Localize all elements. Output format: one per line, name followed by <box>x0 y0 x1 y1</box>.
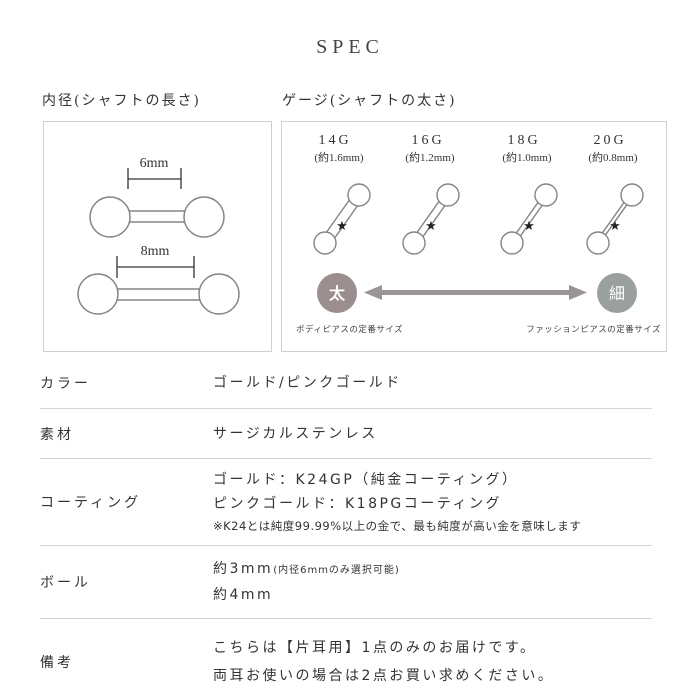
spec-label: ボール <box>40 575 91 591</box>
barbell-16g-icon <box>402 183 460 255</box>
gauge-18g-mm: (約1.0mm) <box>502 150 552 164</box>
spec-row-material: 素材 サージカルステンレス <box>40 409 652 459</box>
barbell-20g-icon <box>586 183 644 255</box>
barbell-6mm-icon <box>89 196 225 238</box>
spec-label: コーティング <box>40 495 142 511</box>
gauge-20g-mm: (約0.8mm) <box>588 150 638 164</box>
thin-caption: ファッションピアスの定番サイズ <box>526 324 661 334</box>
spec-row-remarks: 備考 こちらは【片耳用】1点のみのお届けです。 両耳お使いの場合は2点お買い求め… <box>40 619 652 700</box>
spec-label: 備考 <box>40 654 74 671</box>
gauge-14g-mm: (約1.6mm) <box>314 150 364 164</box>
barbell-8mm-icon <box>77 273 240 315</box>
ball-4mm: 約4mm <box>213 587 274 603</box>
gauge-14g-label: 14G <box>318 133 351 148</box>
dimension-8mm <box>116 256 195 278</box>
spec-value: 約3mm(内径6mmのみ選択可能) 約4mm <box>213 557 652 607</box>
thick-badge <box>317 273 357 313</box>
star-icon: ★ <box>523 218 535 233</box>
gauge-16g-mm: (約1.2mm) <box>405 150 455 164</box>
spec-label: カラー <box>40 376 91 392</box>
dimension-8mm-label: 8mm <box>141 244 170 259</box>
star-icon: ★ <box>336 218 348 233</box>
spec-value: ゴールド：K24GP（純金コーティング） ピンクゴールド：K18PGコーティング… <box>213 468 652 536</box>
gauge-18g-label: 18G <box>507 133 540 148</box>
gauge-20g-label: 20G <box>593 133 626 148</box>
coating-gold: ゴールド：K24GP（純金コーティング） <box>213 472 519 488</box>
inner-diameter-heading: 内径(シャフトの長さ) <box>42 93 201 109</box>
ball-3mm: 約3mm <box>213 561 274 577</box>
spec-row-ball: ボール 約3mm(内径6mmのみ選択可能) 約4mm <box>40 546 652 619</box>
gauge-heading: ゲージ(シャフトの太さ) <box>282 93 457 109</box>
spec-row-color: カラー ゴールド/ピンクゴールド <box>40 358 652 409</box>
spec-table: カラー ゴールド/ピンクゴールド 素材 サージカルステンレス コーティング ゴー… <box>40 358 652 700</box>
coating-pink-gold: ピンクゴールド：K18PGコーティング <box>213 496 502 512</box>
thick-badge-label: 太 <box>328 284 346 303</box>
spec-row-coating: コーティング ゴールド：K24GP（純金コーティング） ピンクゴールド：K18P… <box>40 459 652 546</box>
ball-3mm-note: (内径6mmのみ選択可能) <box>273 565 400 576</box>
coating-note: ※K24とは純度99.99%以上の金で、最も純度が高い金を意味します <box>213 519 582 533</box>
thin-badge <box>597 273 637 313</box>
remarks-line-2: 両耳お使いの場合は2点お買い求めください。 <box>213 667 555 684</box>
spec-value: こちらは【片耳用】1点のみのお届けです。 両耳お使いの場合は2点お買い求めくださ… <box>213 634 652 690</box>
thin-badge-label: 細 <box>609 285 625 303</box>
dimension-6mm <box>127 168 182 189</box>
double-arrow-icon <box>364 285 587 300</box>
spec-label: 素材 <box>40 426 74 443</box>
thick-caption: ボディピアスの定番サイズ <box>296 324 403 334</box>
star-icon: ★ <box>609 218 621 233</box>
barbell-18g-icon <box>500 183 558 255</box>
gauge-16g-label: 16G <box>411 133 444 148</box>
star-icon: ★ <box>425 218 437 233</box>
inner-diameter-diagram: 6mm 8mm <box>43 121 272 352</box>
dimension-6mm-label: 6mm <box>140 156 169 171</box>
gauge-diagram: 14G 16G 18G 20G (約1.6mm) (約1.2mm) (約1.0m… <box>281 121 667 352</box>
remarks-line-1: こちらは【片耳用】1点のみのお届けです。 <box>213 639 537 656</box>
spec-value: サージカルステンレス <box>213 425 378 442</box>
page-title: SPEC <box>316 36 384 58</box>
spec-value: ゴールド/ピンクゴールド <box>213 375 402 391</box>
barbell-14g-icon <box>313 183 371 255</box>
